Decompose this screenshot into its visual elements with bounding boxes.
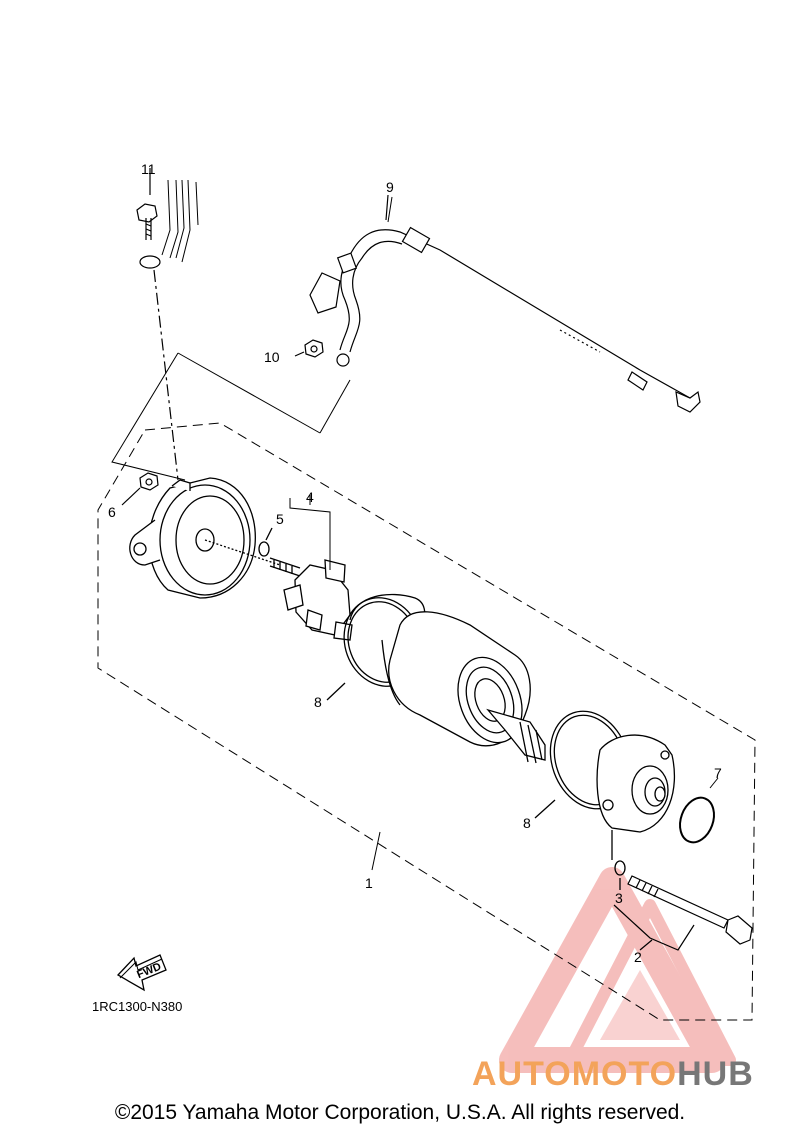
watermark-hub: HUB — [677, 1055, 754, 1093]
part-label-2: 2 — [634, 949, 642, 965]
starter-assembly-outline — [97, 422, 756, 1021]
part-label-4: 4 — [306, 489, 314, 505]
part-label-3: 3 — [615, 890, 623, 906]
part-label-1: 1 — [365, 875, 373, 891]
watermark-logo — [499, 867, 736, 1073]
part-label-8-upper: 8 — [314, 694, 322, 710]
cable-bracket-outline — [111, 352, 351, 481]
o-ring-7 — [679, 777, 719, 844]
fwd-arrow-icon: FWD — [116, 954, 167, 992]
o-ring-5 — [258, 527, 273, 557]
bolt-2 — [613, 875, 753, 951]
diagram-code: 1RC1300-N380 — [92, 999, 182, 1014]
watermark-text: AUTOMOTOHUB — [472, 1055, 754, 1094]
nut-6 — [121, 472, 159, 506]
copyright-notice: ©2015 Yamaha Motor Corporation, U.S.A. A… — [114, 1101, 686, 1124]
part-label-6: 6 — [108, 504, 116, 520]
part-label-7: 7 — [714, 765, 722, 781]
part-label-11: 11 — [141, 161, 156, 177]
watermark-auto: AUTO — [472, 1055, 572, 1093]
leader-9 — [387, 196, 393, 223]
fwd-label: FWD — [135, 961, 163, 982]
nut-10 — [294, 339, 324, 358]
bolt-11 — [136, 168, 179, 481]
brush-set-4 — [269, 557, 353, 641]
leader-1 — [371, 831, 381, 871]
yoke-body — [381, 611, 546, 764]
o-ring-3 — [611, 830, 626, 890]
part-label-5: 5 — [276, 511, 284, 527]
watermark-moto: MOTO — [571, 1055, 678, 1093]
front-cover — [596, 734, 676, 833]
starter-cable-9 — [309, 194, 701, 413]
bracket-4 — [289, 495, 331, 570]
rear-cover — [129, 477, 281, 599]
part-label-10: 10 — [264, 349, 280, 365]
wire-leads — [161, 179, 199, 263]
part-label-8-lower: 8 — [523, 815, 531, 831]
part-labels: 1 2 3 4 5 6 7 8 8 9 10 11 — [108, 161, 722, 965]
part-label-9: 9 — [386, 179, 394, 195]
